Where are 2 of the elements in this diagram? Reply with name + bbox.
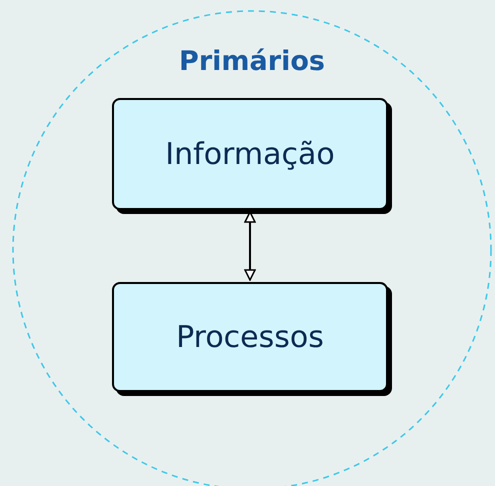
double-arrow bbox=[244, 211, 256, 281]
group-title: Primários bbox=[178, 46, 326, 77]
